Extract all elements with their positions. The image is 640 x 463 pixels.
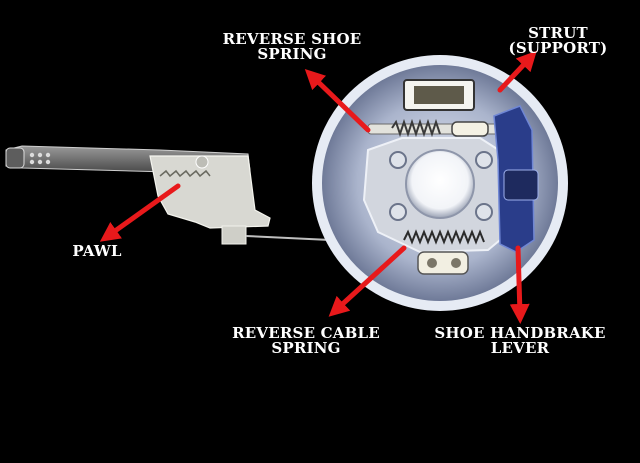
label-strut: STRUT (SUPPORT) [506,26,610,56]
label-reverse-cable-spring-line2: SPRING [271,339,341,357]
label-reverse-cable-spring: REVERSE CABLE SPRING [226,326,386,356]
adjuster [451,121,489,137]
label-shoe-handbrake-lever-line1: SHOE HANDBRAKE [434,324,606,342]
hub-bolt-1 [389,151,407,169]
label-shoe-handbrake-lever: SHOE HANDBRAKE LEVER [432,326,608,356]
label-reverse-shoe-spring-line2: SPRING [257,45,327,63]
reverse-cable-spring-coil [403,229,485,245]
wheel-cylinder-body [414,86,464,104]
label-pawl-line1: PAWL [72,242,122,260]
arrow-strut [497,50,537,93]
label-shoe-handbrake-lever-line2: LEVER [490,339,550,357]
hub [405,149,475,219]
hub-bolt-2 [475,151,493,169]
ratchet-teeth [159,169,211,178]
arrow-shoe-handbrake-lever [509,245,530,324]
arrow-reverse-cable-spring [328,245,407,317]
label-reverse-shoe-spring-line1: REVERSE SHOE [222,30,362,48]
handle-grip [5,147,25,169]
arrow-reverse-shoe-spring [304,69,371,133]
arrow-pawl [99,183,181,242]
label-reverse-shoe-spring: REVERSE SHOE SPRING [222,32,362,62]
pivot-bolt [195,155,209,169]
hub-bolt-4 [475,203,493,221]
label-reverse-cable-spring-line1: REVERSE CABLE [232,324,380,342]
lower-lug [221,225,247,245]
grip-dots [29,152,51,165]
anchor-bolt-2 [451,258,461,268]
label-strut-line1: STRUT [528,24,588,42]
handbrake-cable [245,235,331,241]
handbrake-lever-assembly [5,145,331,245]
hub-bolt-3 [389,203,407,221]
anchor-bolt-1 [427,258,437,268]
brake-drum-assembly [312,55,568,311]
label-strut-line2: (SUPPORT) [508,39,608,57]
arrows [99,50,537,324]
reverse-shoe-spring-coil [391,118,441,138]
lever-clip [503,169,539,201]
lower-anchor [417,251,469,275]
label-pawl: PAWL [62,244,132,259]
